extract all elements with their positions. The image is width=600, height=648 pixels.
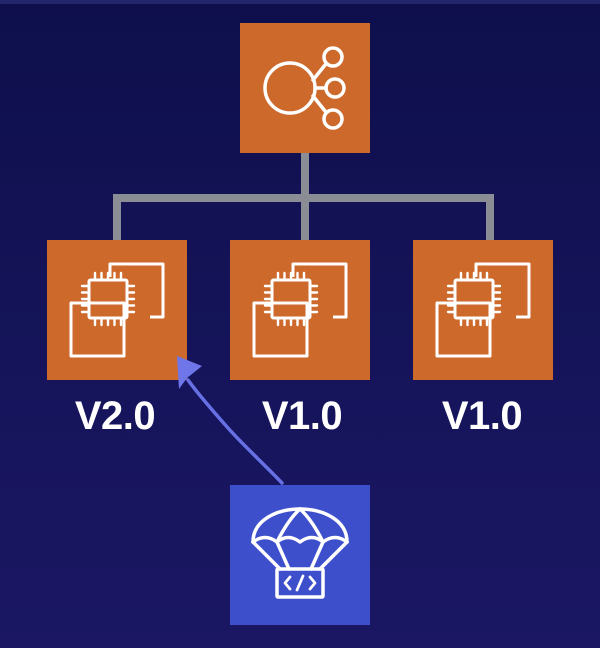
instance-tile — [230, 240, 370, 380]
top-edge-strip — [0, 0, 600, 4]
ec2-instance-icon — [435, 262, 531, 358]
load-balancer-tile — [240, 23, 370, 153]
connector-lines — [113, 153, 494, 241]
instance-tile — [47, 240, 187, 380]
deployment-tile — [230, 485, 370, 625]
ec2-instance-icon — [69, 262, 165, 358]
deployment-arrow — [177, 356, 284, 485]
instance-node-left[interactable] — [47, 240, 187, 380]
version-label-right: V1.0 — [441, 394, 523, 438]
ec2-instance-icon — [252, 262, 348, 358]
deployment-arrow-shaft — [186, 378, 284, 485]
parachute-code-deploy-icon — [251, 507, 349, 599]
instance-node-right[interactable] — [413, 240, 553, 380]
elastic-load-balancing-icon — [263, 46, 346, 130]
deployment-node[interactable] — [230, 485, 370, 625]
instance-node-middle[interactable] — [230, 240, 370, 380]
instance-tile — [413, 240, 553, 380]
version-label-left: V2.0 — [74, 394, 156, 438]
version-label-middle: V1.0 — [261, 394, 343, 438]
deployment-arrow-head — [177, 356, 202, 389]
instance-nodes — [47, 240, 553, 380]
load-balancer-node[interactable] — [240, 23, 370, 153]
